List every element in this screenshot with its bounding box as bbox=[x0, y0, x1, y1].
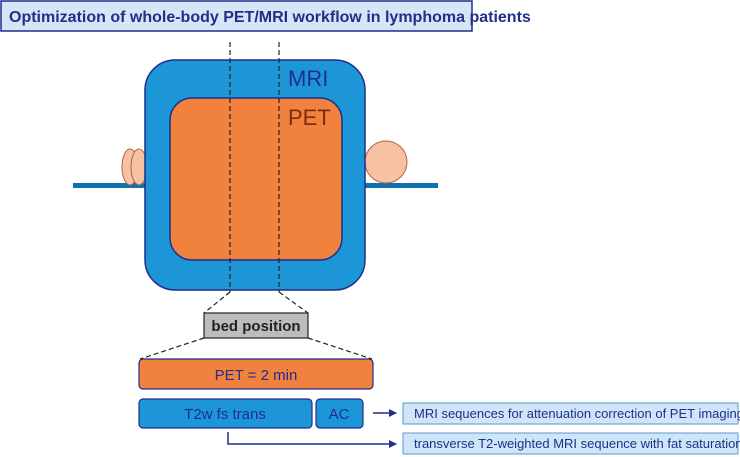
patient-feet-icon bbox=[121, 148, 148, 186]
t2w-sequence-block: T2w fs trans bbox=[138, 398, 313, 429]
pet-duration-label: PET = 2 min bbox=[215, 367, 298, 384]
ac-note-text: MRI sequences for attenuation correction… bbox=[414, 406, 740, 421]
mri-label: MRI bbox=[288, 66, 328, 91]
pet-duration-block: PET = 2 min bbox=[138, 358, 374, 390]
pet-label: PET bbox=[288, 105, 331, 130]
ac-sequence-block: AC bbox=[315, 398, 364, 429]
patient-head-icon bbox=[364, 140, 408, 184]
ac-sequence-label: AC bbox=[329, 406, 350, 423]
t2w-note-arrow bbox=[227, 432, 397, 448]
page-title: Optimization of whole-body PET/MRI workf… bbox=[9, 9, 531, 26]
bed-position-box: bed position bbox=[203, 312, 309, 339]
bed-position-label: bed position bbox=[211, 318, 300, 335]
t2w-sequence-label: T2w fs trans bbox=[184, 406, 266, 423]
field-of-view-lines bbox=[139, 42, 373, 360]
pet-scanner: PET bbox=[169, 97, 343, 261]
title-box: Optimization of whole-body PET/MRI workf… bbox=[0, 0, 531, 32]
ac-note-box: MRI sequences for attenuation correction… bbox=[402, 402, 740, 425]
t2w-note-text: transverse T2-weighted MRI sequence with… bbox=[414, 436, 740, 451]
t2w-note-box: transverse T2-weighted MRI sequence with… bbox=[402, 432, 740, 455]
